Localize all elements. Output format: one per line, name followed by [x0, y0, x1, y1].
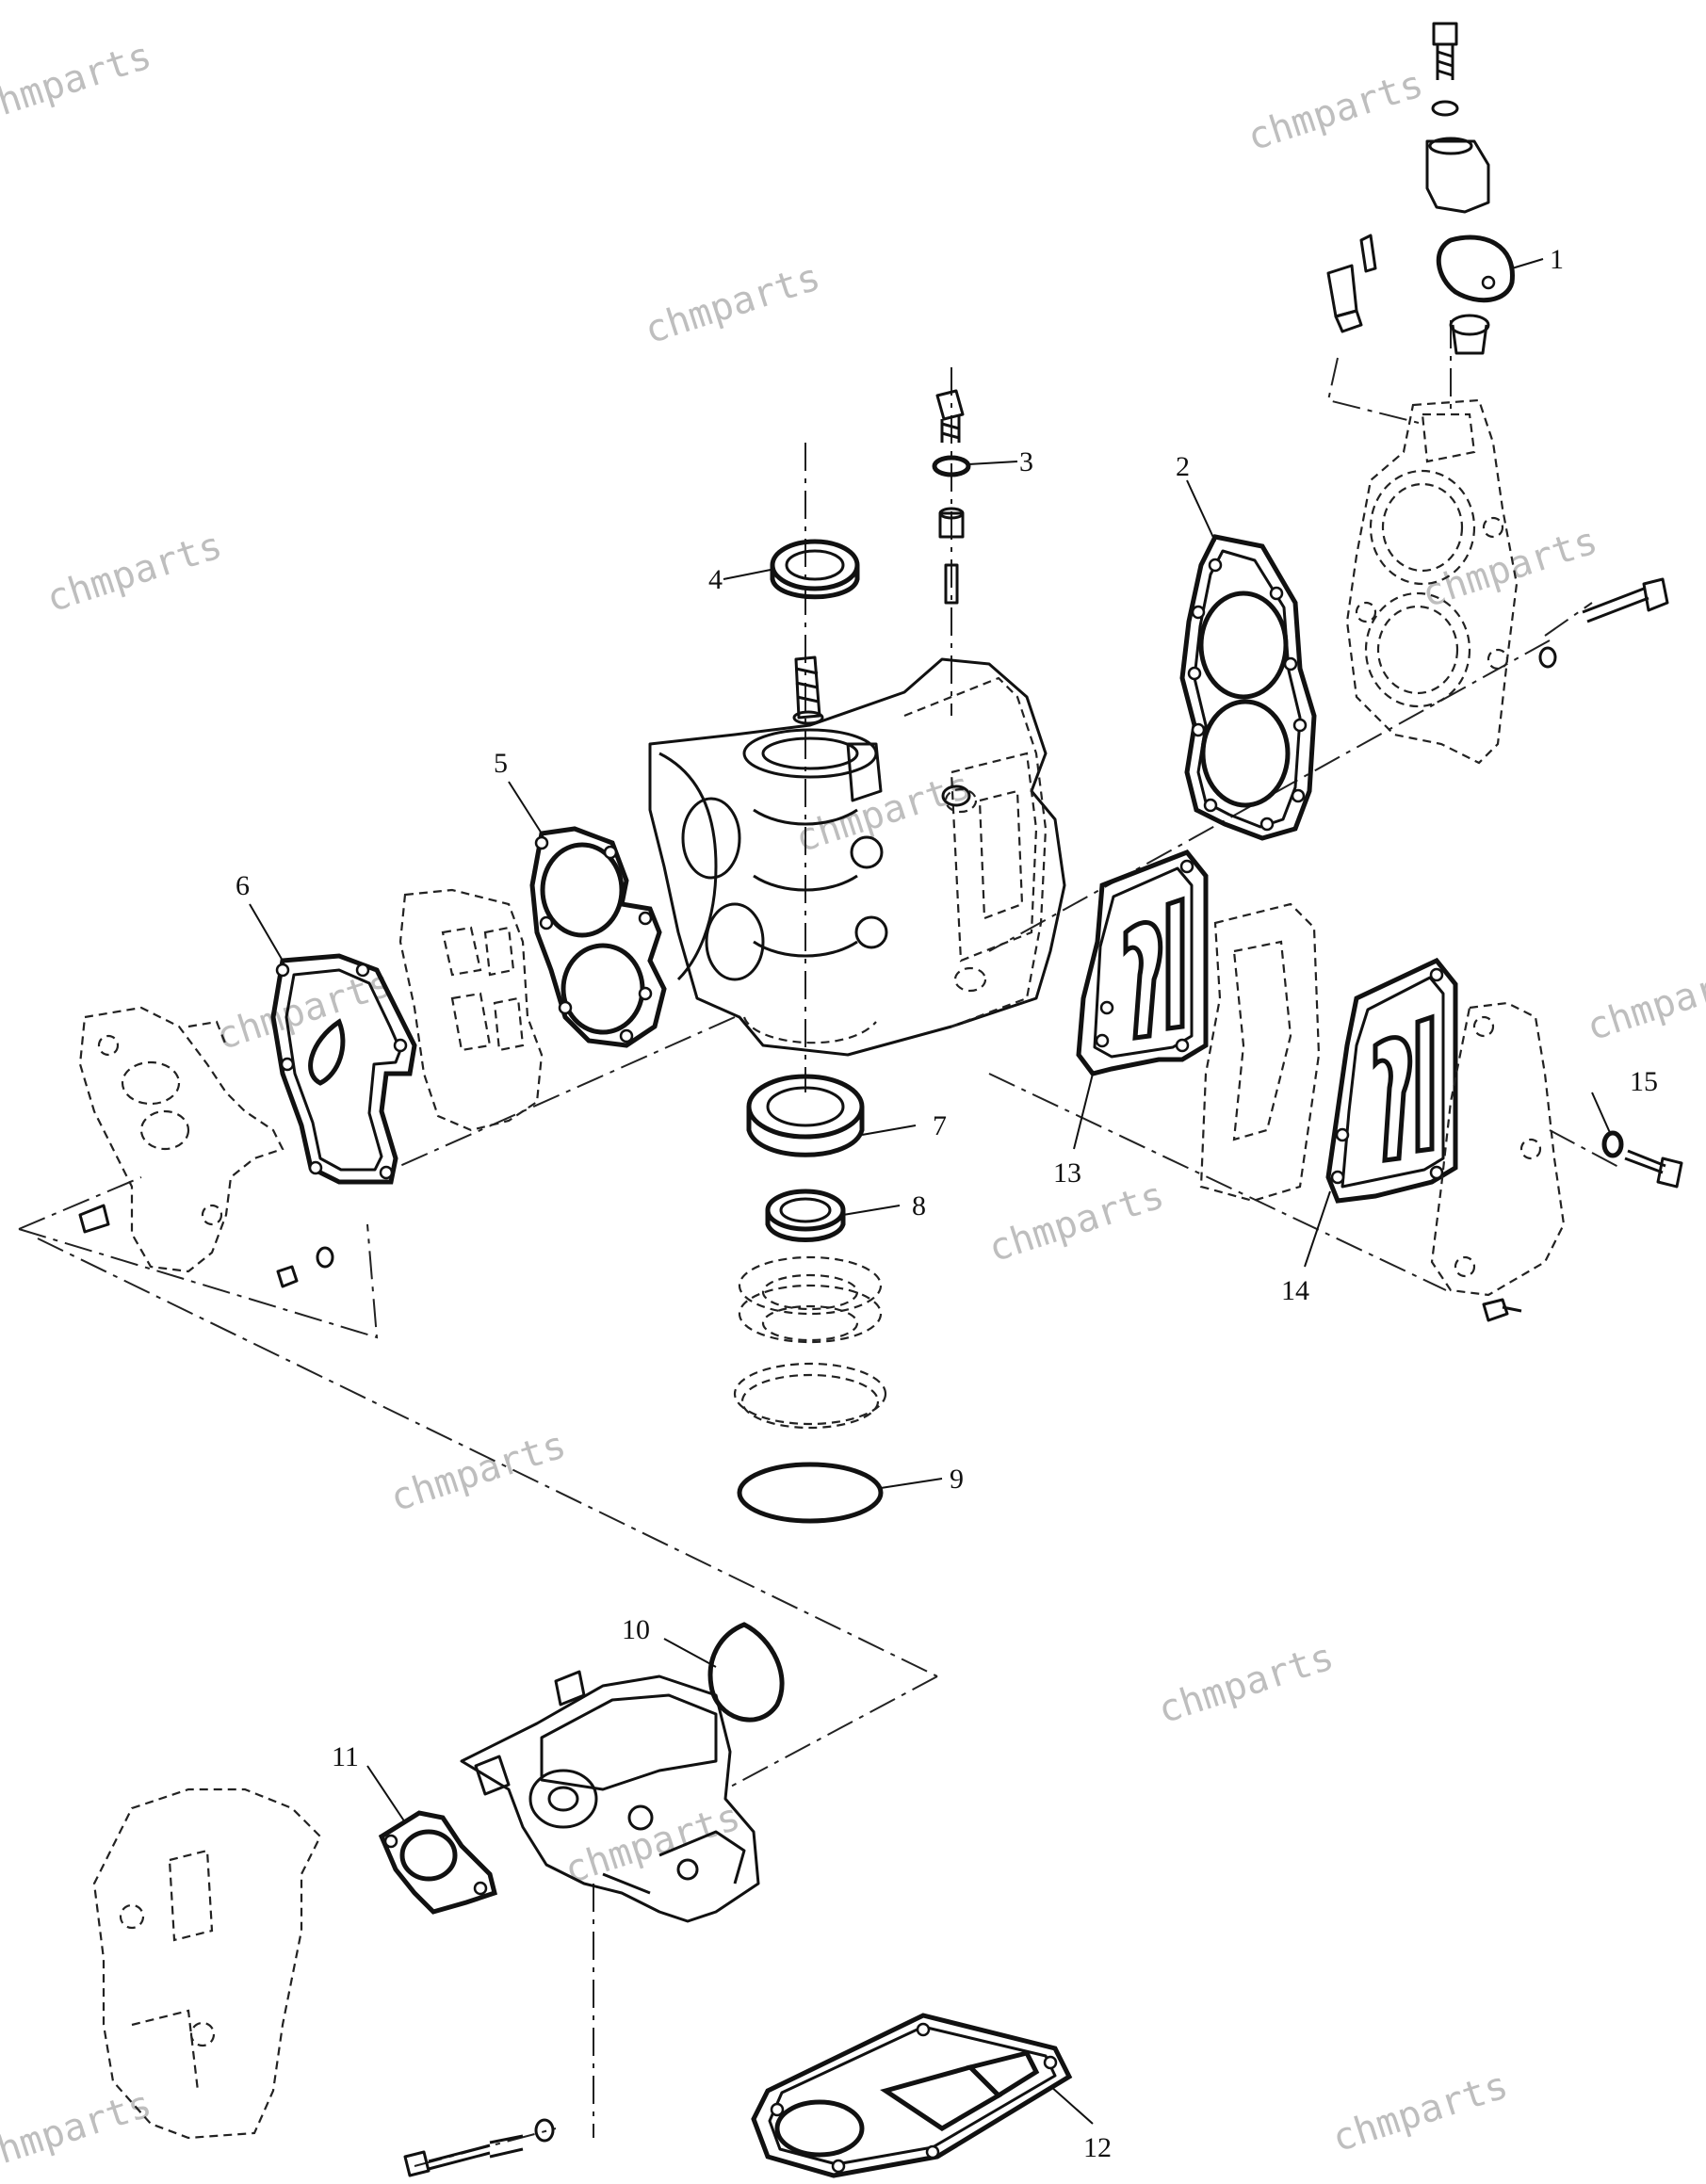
intake-manifold: [78, 1006, 334, 1288]
carburetor-gasket: [366, 1765, 497, 1915]
washer-and-bolt: [1601, 1130, 1683, 1189]
o-ring: [737, 1462, 884, 1524]
cylinder-head-gasket: [1179, 479, 1317, 841]
watermark: chmparts: [211, 962, 397, 1059]
watermark: chmparts: [1327, 2063, 1513, 2160]
mount-gasket: [751, 2013, 1094, 2178]
callout-15: 15: [1630, 1066, 1658, 1097]
reed-gasket-lower: [1304, 957, 1458, 1268]
callout-8: 8: [912, 1190, 926, 1221]
callout-5: 5: [494, 748, 508, 779]
bottom-bolt: [403, 2118, 555, 2177]
reed-plate: [1199, 902, 1321, 1203]
callout-10: 10: [622, 1614, 650, 1645]
crankcase-gasket: [508, 781, 667, 1048]
silencer-cover: [92, 1788, 322, 2140]
thermostat-assembly: [1326, 22, 1515, 355]
callout-13: 13: [1053, 1157, 1081, 1189]
oil-seal-small: [765, 1189, 846, 1242]
callout-9: 9: [950, 1464, 964, 1495]
intake-gasket: [249, 903, 417, 1185]
callout-11: 11: [332, 1741, 359, 1772]
callout-3: 3: [1019, 446, 1033, 477]
watermark: chmparts: [560, 1795, 745, 1892]
cylinder-block: [648, 655, 1066, 1057]
reed-gasket-upper: [1073, 849, 1209, 1150]
intake-plate: [398, 888, 544, 1132]
callout-6: 6: [236, 870, 250, 901]
callout-14: 14: [1281, 1275, 1309, 1306]
exhaust-cover: [1430, 1001, 1566, 1322]
watermark: chmparts: [790, 764, 976, 861]
callout-12: 12: [1083, 2132, 1112, 2163]
callout-leaders: [723, 258, 1612, 1489]
cylinder-head-cover: [1345, 398, 1669, 765]
watermark: chmparts: [640, 255, 825, 352]
oil-seal-upper: [770, 539, 860, 600]
carburetor: [460, 1670, 760, 1923]
oil-seal-lower: [746, 1074, 865, 1157]
watermark: chmparts: [1153, 1635, 1339, 1732]
watermark: chmparts: [1243, 62, 1428, 159]
lower-bearings: [733, 1255, 887, 1430]
callout-4: 4: [708, 564, 723, 595]
watermark: chmparts: [1582, 952, 1706, 1049]
watermark: chmparts: [385, 1423, 571, 1520]
watermark: chmparts: [41, 524, 227, 621]
watermark: chmparts: [0, 34, 156, 131]
callout-2: 2: [1176, 451, 1190, 482]
callout-7: 7: [933, 1110, 947, 1141]
callout-labels: 1 2 3 4 5 6 7 8 9 10 11 12 13 14 15: [236, 244, 1658, 2163]
carburetor-ring: [663, 1622, 785, 1723]
watermark: chmparts: [0, 2082, 156, 2179]
plug-and-sleeve: [932, 389, 971, 605]
callout-1: 1: [1550, 244, 1564, 275]
